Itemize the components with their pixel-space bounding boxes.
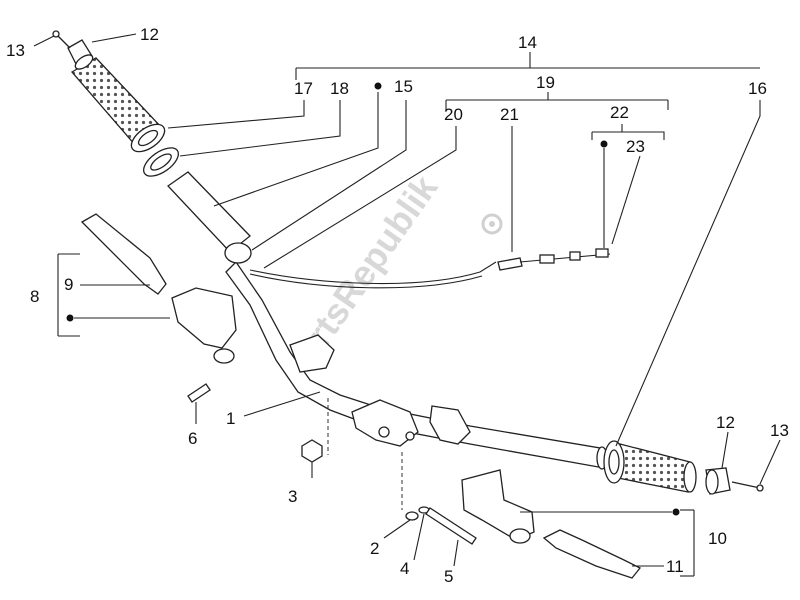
callout-13-left: 13	[6, 41, 25, 60]
callout-labels: 1 2 3 4 5 6 8 9 10 11 12 13 12 13 14 15 …	[6, 25, 789, 586]
left-screw-head	[52, 30, 60, 38]
nut	[301, 439, 323, 463]
callout-16: 16	[748, 79, 767, 98]
left-master-cylinder	[171, 287, 237, 364]
callout-21: 21	[500, 105, 519, 124]
callout-5: 5	[444, 567, 453, 586]
callout-1: 1	[226, 409, 235, 428]
callout-18: 18	[330, 79, 349, 98]
callout-19: 19	[536, 73, 555, 92]
callout-12-left: 12	[140, 25, 159, 44]
left-counterweight	[67, 39, 94, 70]
cable-adjuster	[497, 248, 611, 271]
bullet-10	[672, 508, 680, 516]
handlebar-tube	[225, 260, 608, 470]
callout-4: 4	[400, 559, 409, 578]
bullet-8	[66, 314, 74, 322]
callout-10: 10	[708, 529, 727, 548]
callout-9: 9	[64, 275, 73, 294]
callout-20: 20	[444, 105, 463, 124]
callout-2: 2	[370, 539, 379, 558]
callout-23: 23	[626, 137, 645, 156]
throttle-cable-b	[249, 273, 483, 289]
left-mount-screw	[187, 383, 211, 403]
callout-11: 11	[666, 557, 684, 576]
callout-14: 14	[518, 33, 537, 52]
clamp-bolt	[425, 507, 477, 545]
leader-lines	[33, 33, 781, 577]
callout-3: 3	[288, 487, 297, 506]
throttle-cable	[249, 261, 497, 285]
throttle-pulley	[224, 242, 252, 264]
right-master-cylinder	[461, 469, 535, 544]
gear-icon	[481, 213, 503, 235]
callout-17: 17	[294, 79, 313, 98]
left-grip-tube	[167, 171, 251, 253]
callout-6: 6	[188, 429, 197, 448]
grip-ring-inner	[150, 153, 172, 171]
left-brake-lever	[80, 213, 167, 295]
callout-22: 22	[610, 103, 629, 122]
right-counterweight-end	[705, 469, 719, 495]
left-grip	[70, 57, 166, 153]
washer-2	[405, 511, 419, 521]
bullet-15	[374, 82, 382, 90]
right-screw	[731, 481, 761, 489]
callout-8: 8	[30, 287, 39, 306]
callout-15: 15	[394, 77, 413, 96]
right-brake-lever	[542, 529, 642, 579]
callout-13-right: 13	[770, 421, 789, 440]
bullet-22	[600, 140, 608, 148]
callout-12-right: 12	[716, 413, 735, 432]
right-screw-head	[756, 484, 764, 492]
right-grip	[603, 440, 697, 493]
